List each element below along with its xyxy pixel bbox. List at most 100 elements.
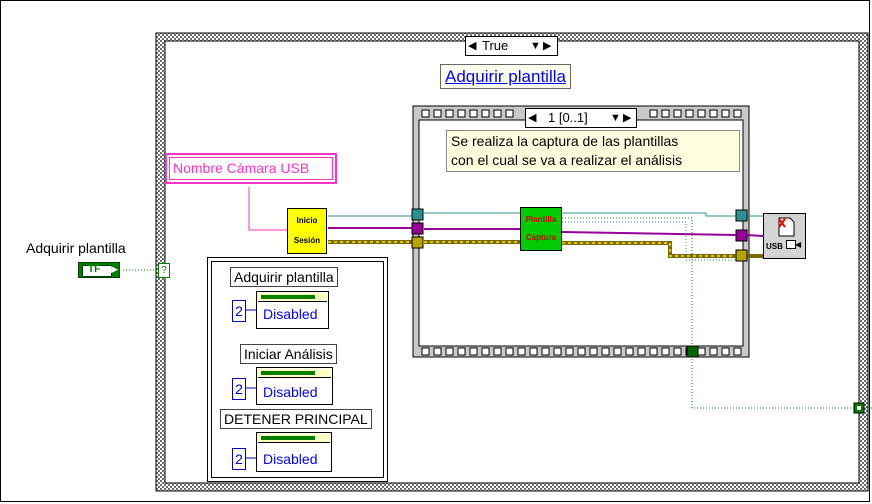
sequence-selector-value: 1 [0..1] — [548, 110, 588, 125]
film-hole — [721, 109, 730, 118]
film-hole — [673, 347, 682, 356]
case-selector-value: True — [482, 38, 509, 53]
chevron-down-icon[interactable]: ▼ — [610, 112, 621, 124]
error-wire — [328, 240, 763, 258]
terminal-arrow-icon: ▶ — [111, 264, 118, 274]
string-constant-value: Nombre Cámara USB — [173, 160, 310, 176]
property-name: Disabled — [263, 451, 318, 467]
subvi-plantilla-line2: Captura — [525, 233, 557, 242]
film-hole — [505, 347, 514, 356]
film-hole — [709, 109, 718, 118]
refnum-icon — [258, 434, 330, 443]
string-wire — [248, 187, 288, 231]
film-hole — [625, 347, 634, 356]
property-name: Disabled — [263, 384, 318, 400]
camera-lens-icon: ◀ — [795, 240, 802, 249]
film-hole — [637, 347, 646, 356]
decrement-arrow-icon[interactable]: ◀ — [528, 112, 537, 124]
film-hole — [649, 347, 658, 356]
property-name: Disabled — [263, 306, 318, 322]
film-hole — [661, 347, 670, 356]
boolean-control-terminal[interactable]: TF ▶ — [78, 262, 120, 278]
case-selector-terminal: ? — [158, 263, 170, 278]
film-hole — [421, 109, 430, 118]
film-hole — [457, 109, 466, 118]
film-hole — [517, 347, 526, 356]
subvi-plantilla-captura[interactable]: Plantilla Captura — [520, 207, 562, 251]
refnum-icon — [258, 369, 331, 378]
film-hole — [673, 109, 682, 118]
film-hole — [505, 109, 514, 118]
subvi-inicio-line2: Sesión — [293, 236, 321, 245]
case-title-label: Adquirir plantilla — [440, 64, 571, 89]
sequence-comment: Se realiza la captura de las plantillas … — [446, 130, 740, 172]
boolean-terminal-inner — [82, 265, 112, 277]
film-hole — [661, 109, 670, 118]
purple-wire — [328, 227, 764, 237]
boolean-terminal-text: TF — [88, 264, 101, 275]
numeric-constant[interactable]: 2 — [232, 378, 246, 400]
sequence-selector[interactable]: ◀ 1 [0..1] ▼ ▶ — [525, 108, 637, 128]
comment-line: Se realiza la captura de las plantillas — [451, 133, 679, 149]
property-node-label: DETENER PRINCIPAL — [220, 409, 372, 429]
teal-dotted-wire — [562, 221, 736, 261]
film-hole — [421, 347, 430, 356]
film-hole — [433, 347, 442, 356]
film-hole — [445, 109, 454, 118]
film-hole — [469, 347, 478, 356]
boolean-control-label: Adquirir plantilla — [26, 240, 126, 256]
film-hole — [613, 347, 622, 356]
increment-arrow-icon[interactable]: ▶ — [623, 112, 632, 124]
film-hole — [697, 347, 706, 356]
film-hole — [493, 109, 502, 118]
camera-icon — [786, 240, 796, 249]
film-hole — [529, 347, 538, 356]
string-constant[interactable]: Nombre Cámara USB — [165, 153, 337, 184]
property-node-label: Iniciar Análisis — [240, 344, 337, 364]
usb-text: USB — [766, 242, 783, 251]
film-hole — [577, 347, 586, 356]
usb-close-icon — [778, 217, 795, 237]
property-node-group-inner — [211, 261, 384, 478]
refnum-icon — [258, 293, 327, 302]
refnum-wire — [328, 212, 763, 217]
film-hole — [685, 109, 694, 118]
selector-terminal-text: ? — [161, 265, 167, 276]
film-hole — [733, 109, 742, 118]
sequence-tunnels — [411, 208, 748, 358]
film-hole — [697, 109, 706, 118]
film-hole — [481, 347, 490, 356]
property-node[interactable]: Disabled — [256, 367, 333, 405]
film-hole — [589, 347, 598, 356]
subvi-inicio-line1: Inicio — [296, 216, 318, 225]
property-node[interactable]: Disabled — [256, 432, 332, 472]
film-hole — [565, 347, 574, 356]
film-hole — [481, 109, 490, 118]
subvi-plantilla-line1: Plantilla — [525, 215, 557, 224]
film-hole — [493, 347, 502, 356]
property-node-label: Adquirir plantilla — [230, 267, 338, 287]
subvi-inicio-sesion[interactable]: Inicio Sesión — [287, 208, 327, 254]
film-hole — [649, 109, 658, 118]
subvi-usb-close[interactable]: USB ◀ — [763, 213, 806, 259]
case-selector[interactable]: ◀ True ▼ ▶ — [465, 36, 558, 56]
film-hole — [445, 347, 454, 356]
property-node[interactable]: Disabled — [256, 291, 329, 329]
numeric-constant[interactable]: 2 — [232, 300, 246, 322]
increment-arrow-icon[interactable]: ▶ — [543, 40, 552, 52]
comment-line: con el cual se va a realizar el análisis — [451, 152, 683, 168]
chevron-down-icon[interactable]: ▼ — [530, 40, 541, 52]
numeric-constant[interactable]: 2 — [232, 448, 246, 470]
film-hole — [709, 347, 718, 356]
film-hole — [457, 347, 466, 356]
boolean-wire — [123, 217, 872, 409]
film-hole — [601, 347, 610, 356]
case-output-tunnel — [853, 402, 865, 414]
string-constant-inner — [169, 157, 333, 180]
film-hole — [721, 347, 730, 356]
decrement-arrow-icon[interactable]: ◀ — [468, 40, 477, 52]
film-hole — [553, 347, 562, 356]
film-hole — [541, 347, 550, 356]
